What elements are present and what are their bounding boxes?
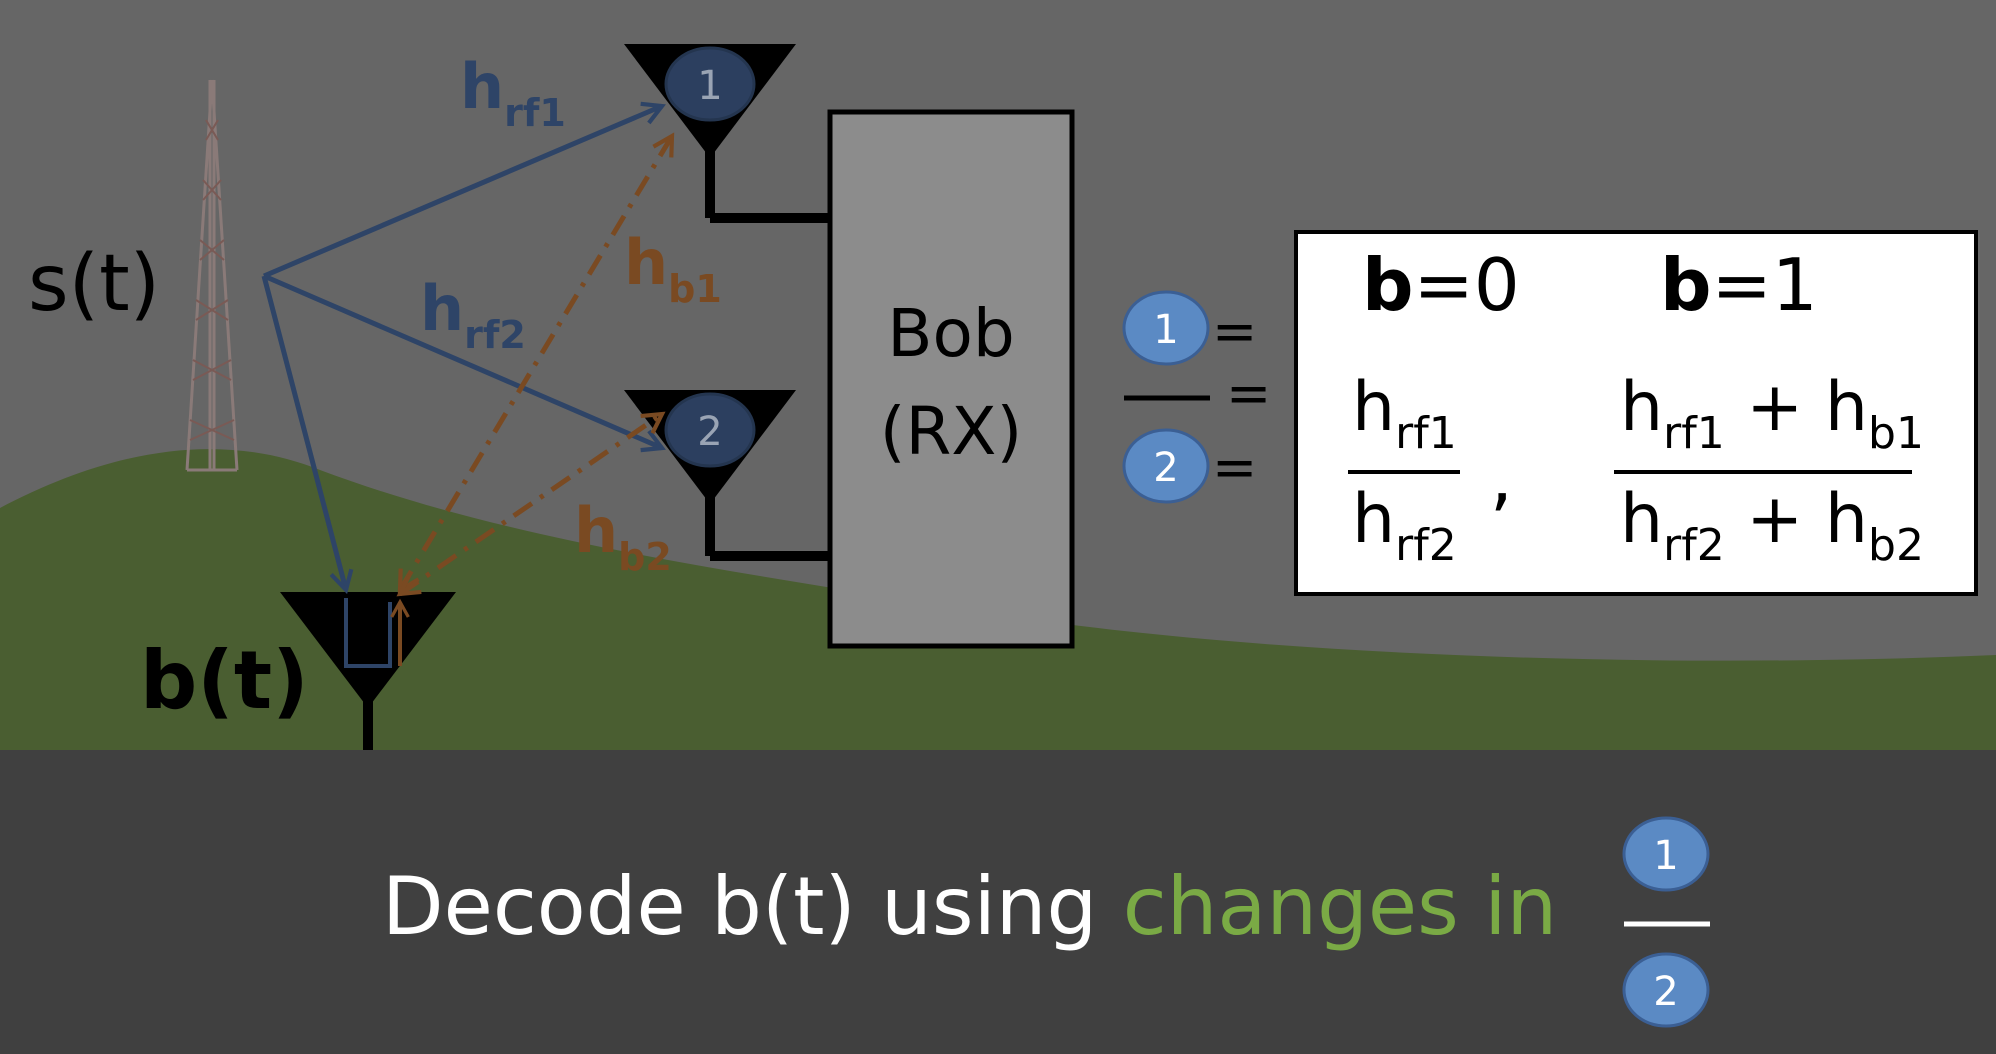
result-table: b=0 b=1 hrf1 hrf2 , hrf1 + hb1 hrf2 + hb… bbox=[1294, 230, 1978, 596]
header-b1: b=1 bbox=[1660, 243, 1818, 327]
tag-label: b(t) bbox=[140, 634, 309, 727]
header-b0: b=0 bbox=[1362, 243, 1520, 327]
separator-comma: , bbox=[1490, 435, 1513, 519]
label-h-b1: hb1 bbox=[624, 226, 722, 311]
caption-text: Decode b(t) using changes in bbox=[382, 860, 1557, 953]
frac1-den: hrf2 + hb2 bbox=[1620, 480, 1924, 571]
ratio-num: 1 bbox=[1153, 307, 1178, 353]
link-b1 bbox=[400, 136, 672, 590]
antenna-2-number: 2 bbox=[697, 409, 722, 455]
label-h-rf1: hrf1 bbox=[460, 50, 566, 135]
frac0-den: hrf2 bbox=[1352, 480, 1457, 571]
number-badge-icon bbox=[1122, 290, 1210, 366]
number-badge-icon bbox=[1622, 816, 1710, 892]
caption-num: 1 bbox=[1653, 833, 1678, 879]
label-h-b2: hb2 bbox=[574, 494, 672, 579]
receiver-name: Bob bbox=[887, 295, 1015, 372]
tag-antenna bbox=[280, 592, 456, 750]
number-badge-icon bbox=[1122, 428, 1210, 504]
antenna-1-number: 1 bbox=[697, 63, 722, 109]
caption-den: 2 bbox=[1653, 969, 1678, 1015]
equals-sign: = bbox=[1226, 362, 1271, 425]
ratio-den: 2 bbox=[1153, 445, 1178, 491]
tag-switch-icon bbox=[344, 598, 392, 668]
label-h-rf2: hrf2 bbox=[420, 272, 526, 357]
source-label: s(t) bbox=[28, 239, 160, 329]
tower-icon bbox=[185, 79, 239, 472]
receiver-role: (RX) bbox=[880, 393, 1023, 470]
equals-sign: = bbox=[1212, 436, 1257, 499]
backscatter-links bbox=[400, 136, 672, 594]
frac0-num: hrf1 bbox=[1352, 368, 1457, 459]
receiver-box: Bob (RX) bbox=[827, 109, 1075, 649]
number-badge-icon bbox=[1622, 952, 1710, 1028]
ratio-symbol: 1 2 = = = bbox=[1122, 290, 1271, 504]
link-to-tag bbox=[261, 275, 346, 590]
caption: Decode b(t) using changes in 1 2 bbox=[382, 816, 1710, 1028]
equals-sign: = bbox=[1212, 300, 1257, 363]
frac1-num: hrf1 + hb1 bbox=[1620, 368, 1924, 459]
antenna-1-badge bbox=[664, 46, 756, 122]
link-b2 bbox=[400, 414, 662, 594]
antenna-1: 1 bbox=[624, 44, 830, 223]
antenna-icon bbox=[280, 592, 456, 708]
